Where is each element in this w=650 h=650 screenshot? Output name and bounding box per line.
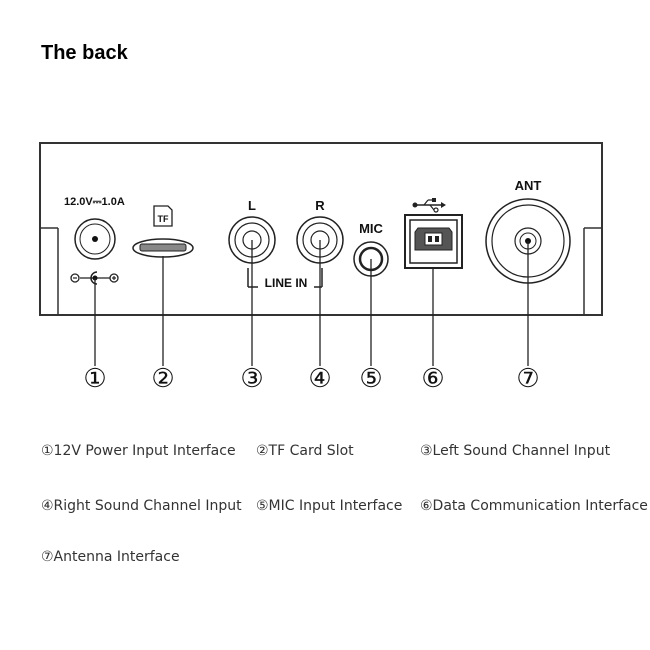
left-channel-label: L	[248, 198, 256, 213]
tf-icon-label: TF	[158, 214, 169, 224]
callout-4: ④	[308, 363, 331, 393]
power-jack-icon	[74, 218, 116, 260]
power-rating-label: 12.0V⎓1.0A	[64, 196, 125, 208]
page-title: The back	[41, 42, 128, 64]
usb-b-port	[404, 214, 463, 269]
legend-item-antenna: ⑦Antenna Interface	[41, 549, 180, 565]
leader-lines	[94, 240, 529, 366]
ant-label: ANT	[515, 178, 542, 193]
callout-6: ⑥	[421, 363, 444, 393]
mic-label: MIC	[359, 221, 383, 236]
tf-card-slot	[132, 238, 194, 258]
legend-item-mic: ⑤MIC Input Interface	[256, 498, 403, 514]
legend-item-left-channel: ③Left Sound Channel Input	[420, 443, 611, 459]
legend-item-power: ①12V Power Input Interface	[41, 443, 236, 459]
legend-item-right-channel: ④Right Sound Channel Input	[41, 498, 242, 514]
callout-1: ①	[83, 363, 106, 393]
callout-5: ⑤	[359, 363, 382, 393]
back-panel	[39, 142, 603, 316]
legend-item-tf-card: ②TF Card Slot	[256, 443, 354, 459]
right-channel-label: R	[315, 198, 325, 213]
callout-2: ②	[151, 363, 174, 393]
tf-card-icon: TF	[153, 205, 173, 227]
callout-7: ⑦	[516, 363, 539, 393]
usb-icon	[412, 198, 446, 213]
line-in-label: LINE IN	[265, 276, 308, 290]
legend-item-data: ⑥Data Communication Interface	[420, 498, 648, 514]
line-in-bracket	[247, 268, 323, 288]
callout-3: ③	[240, 363, 263, 393]
